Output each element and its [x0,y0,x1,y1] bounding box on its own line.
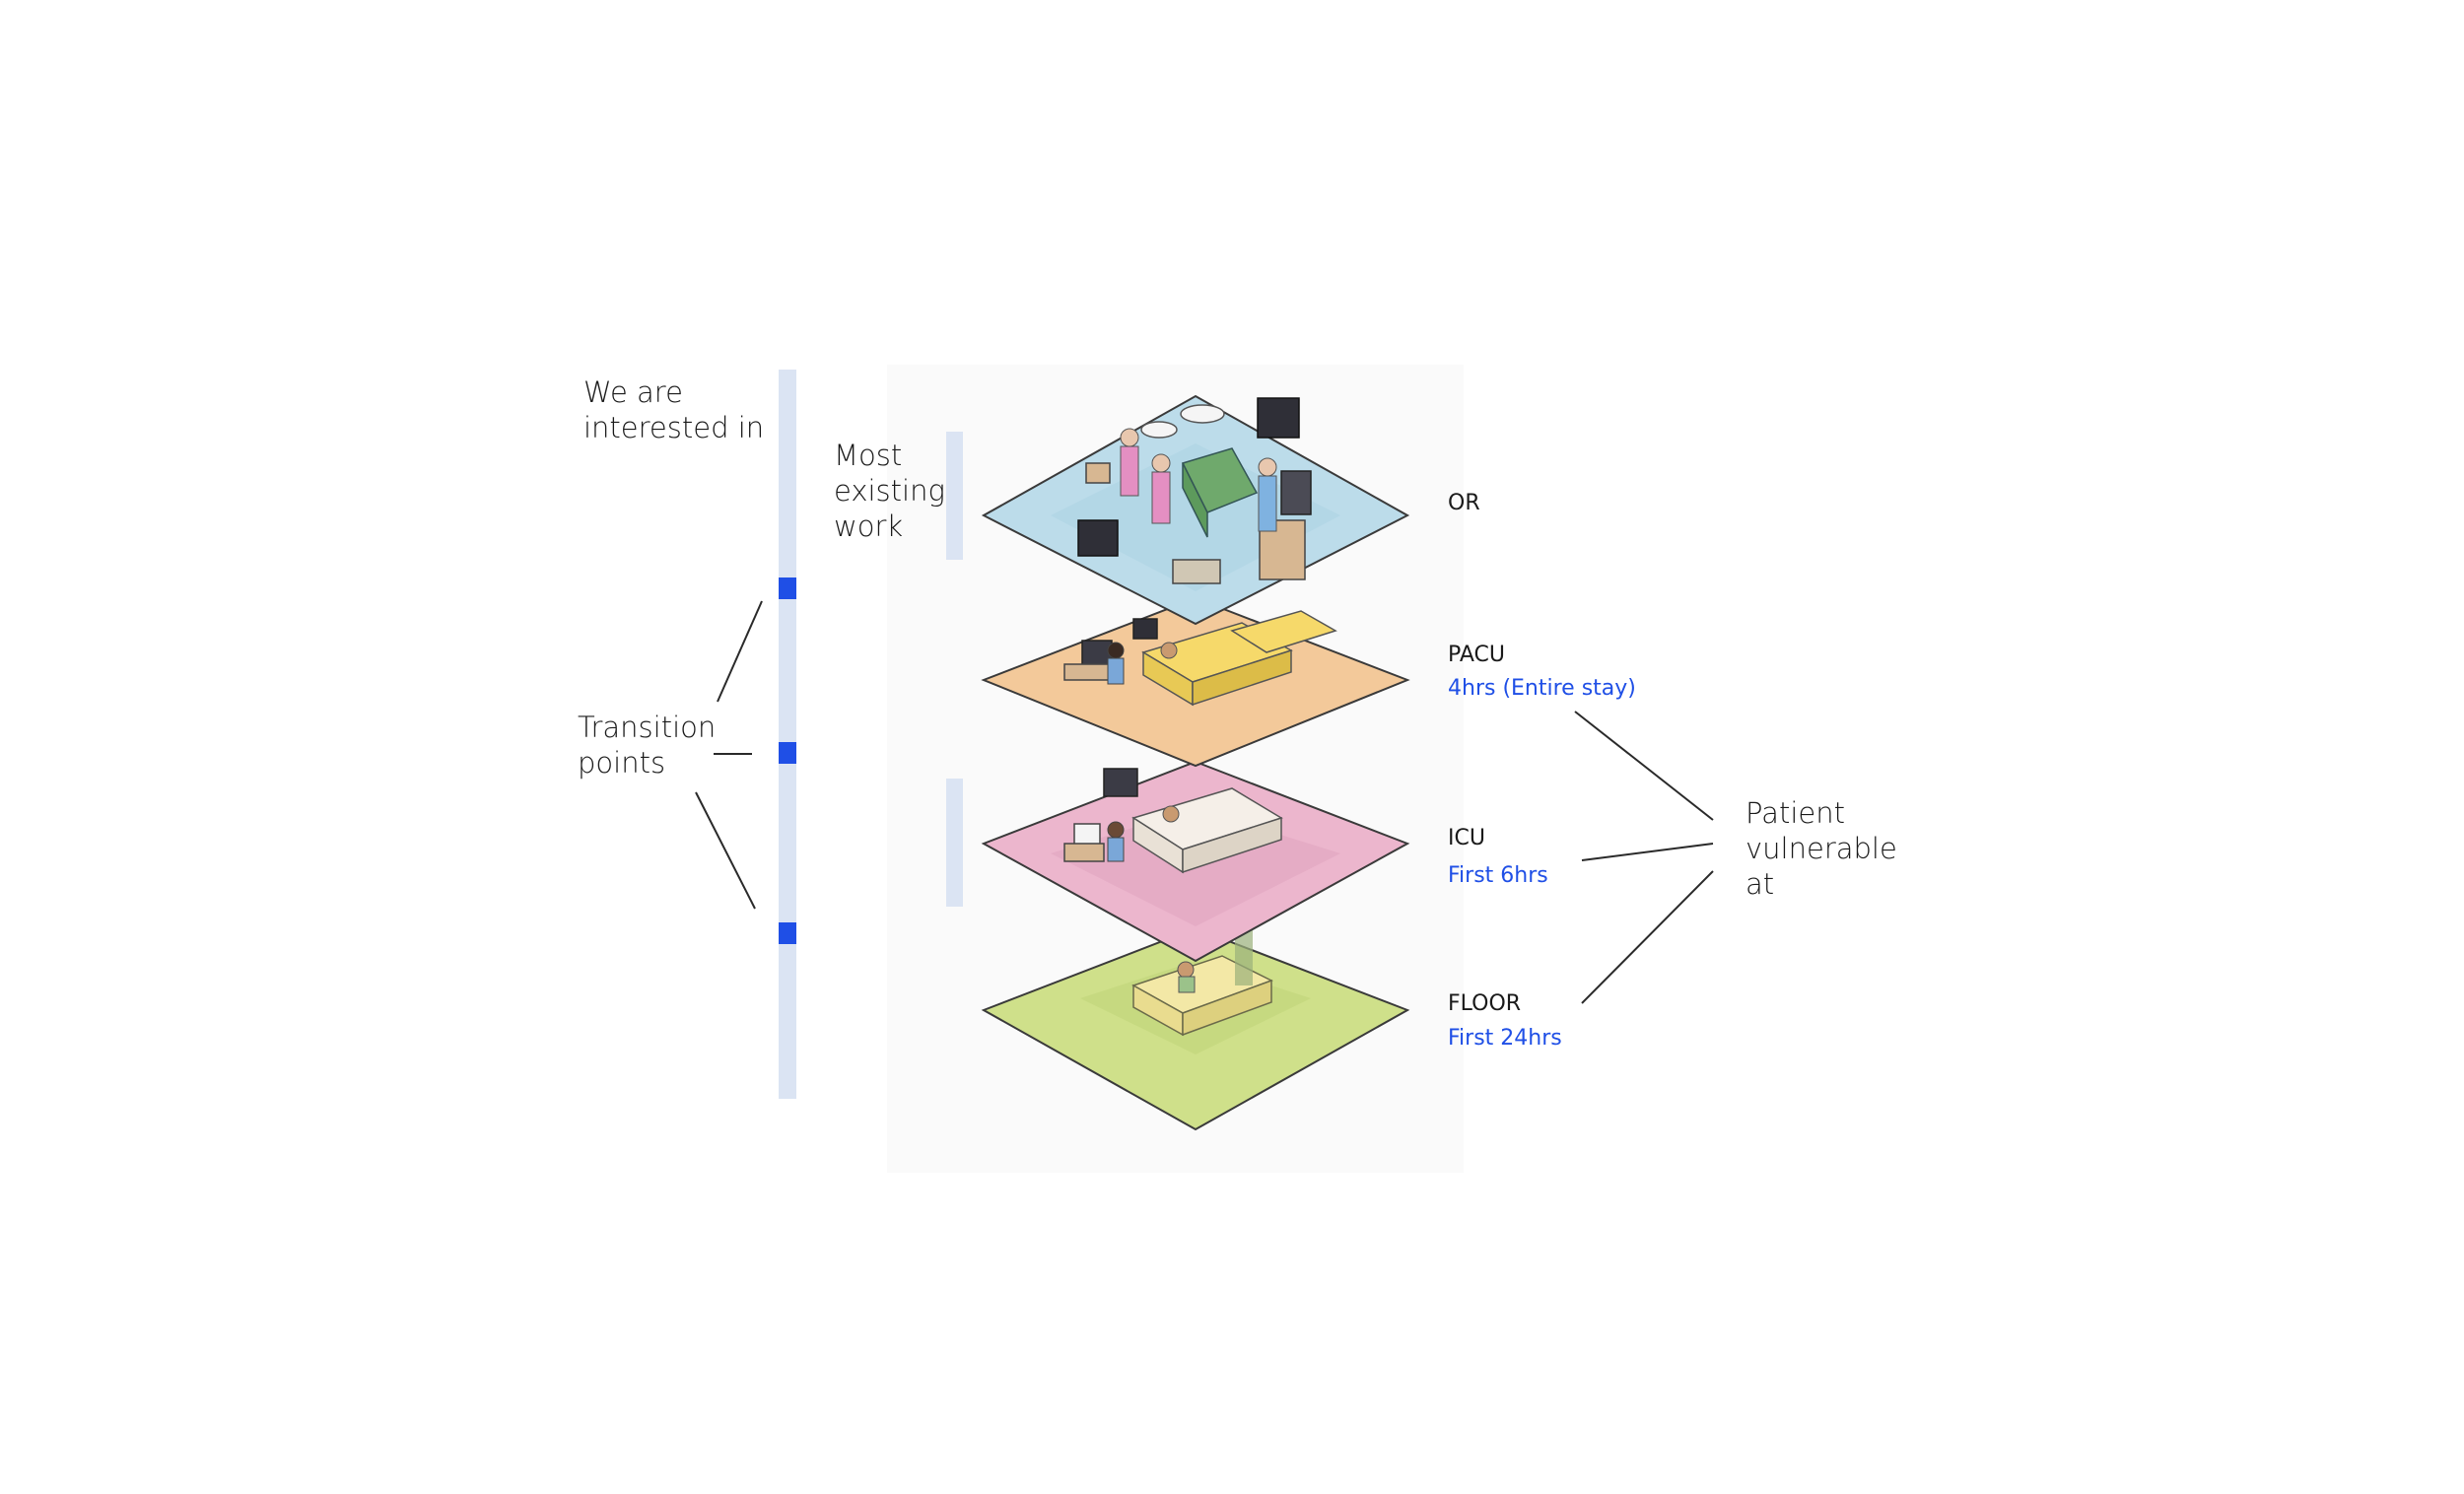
existing-work-label: Most existing work [834,438,945,544]
floor-label-or: OR [1448,491,1480,515]
patient-figure-body [1178,976,1196,993]
nurse-figure-body [1107,837,1125,862]
pacu-desk [1063,663,1115,681]
icu-layer [981,760,1410,963]
floor-detail-pacu: 4hrs (Entire stay) [1448,676,1636,701]
or-wall-monitor [1257,397,1300,439]
surgeon-figure-body [1151,471,1171,524]
surgeon-figure [1120,428,1139,447]
nurse-desk [1063,843,1105,862]
pacu-nurse-body [1107,657,1125,685]
floor-label-floor: FLOOR [1448,991,1522,1016]
connector-line [717,600,763,703]
interest-label: We are interested in [583,374,764,445]
patient-vulnerable-label-line: Patient [1745,796,1845,830]
pacu-bed-1-front [1192,648,1292,707]
or-layer [981,394,1410,626]
transition-points-label: Transition points [578,710,716,781]
floor-detail-icu: First 6hrs [1448,863,1548,888]
existing-work-bar-or [946,432,963,560]
existing-work-label-line: Most [834,439,903,472]
iv-drip [1235,926,1253,985]
or-side-table [1085,462,1111,484]
patient-journey-track [779,370,796,1099]
pacu-monitor [1081,640,1113,667]
connector-line [695,791,756,910]
pacu-patient [1160,642,1178,659]
nurse-figure [1107,821,1125,839]
patient-bed-front [1182,979,1272,1037]
transition-points-label-line: points [578,746,666,780]
transition-marker-or-pacu [779,577,796,599]
connector-line [1574,711,1714,821]
transition-marker-icu-floor [779,922,796,944]
anesthesiologist-figure-body [1258,475,1277,532]
patient-vulnerable-label-line: vulnerable [1745,832,1897,865]
interest-label-line: interested in [583,411,765,444]
surgical-light [1140,421,1178,439]
operating-table-side [1182,462,1208,538]
surgeon-figure [1151,453,1171,473]
surgeon-figure-body [1120,445,1139,497]
anesthesia-machine [1280,470,1312,515]
pacu-bed-2 [1230,610,1337,653]
floor-label-pacu: PACU [1448,643,1505,667]
existing-work-bar-icu [946,779,963,907]
floor-layer [981,926,1410,1131]
existing-work-label-line: existing [834,474,945,508]
transition-connectors [695,600,763,910]
surgical-light [1180,404,1225,424]
interest-label-line: We are [583,375,683,409]
patient-vulnerable-label: Patient vulnerable at [1745,795,1897,902]
or-floor-monitor [1077,519,1119,557]
instrument-table [1172,559,1221,584]
floor-label-icu: ICU [1448,826,1485,850]
patient-vulnerable-label-line: at [1745,867,1775,901]
patient-figure [1177,961,1195,979]
nurse-workstation-monitor [1073,823,1101,847]
floor-detail-floor: First 24hrs [1448,1026,1562,1051]
existing-work-label-line: work [834,509,904,543]
pacu-layer [981,596,1410,768]
icu-monitor [1103,768,1138,797]
pacu-nurse [1107,642,1125,659]
transition-points-label-line: Transition [578,711,717,744]
vulnerability-connectors [1574,711,1714,1004]
icu-bed-front [1182,816,1282,874]
anesthesiologist-figure [1258,457,1277,477]
transition-marker-pacu-icu [779,742,796,764]
connector-line [1581,843,1714,861]
connector-line [1581,870,1714,1004]
pacu-vitals-monitor [1132,618,1158,640]
icu-patient [1162,805,1180,823]
